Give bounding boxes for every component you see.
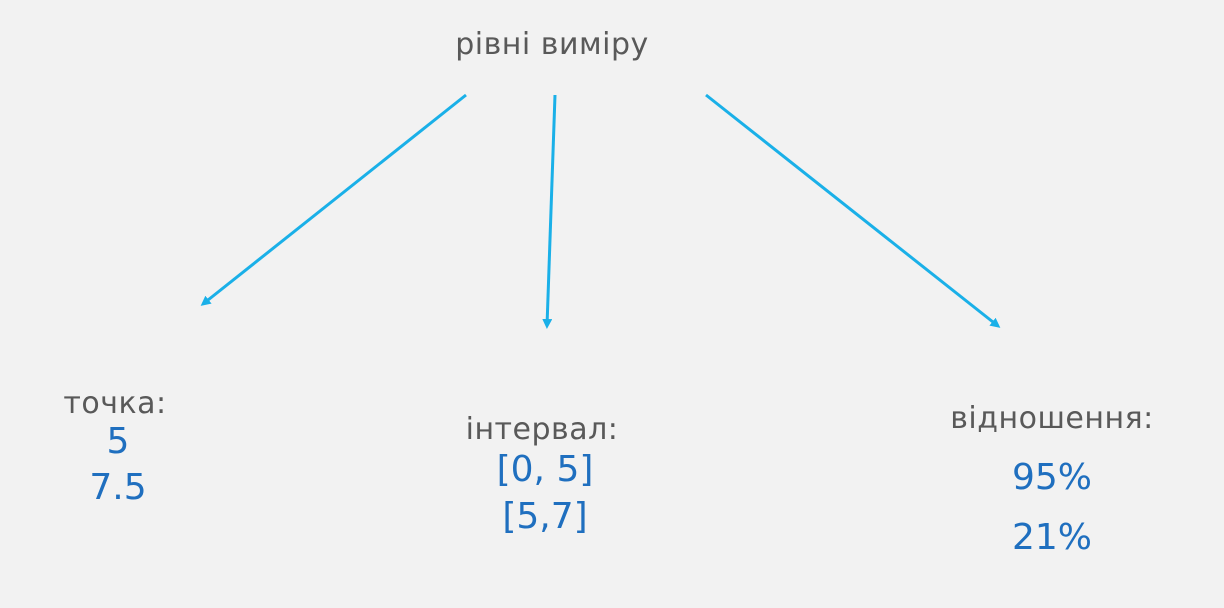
arrow-to-point xyxy=(200,93,467,306)
interval-value-2: [5,7] xyxy=(502,496,588,537)
point-value-2: 7.5 xyxy=(89,467,147,508)
interval-value-1: [0, 5] xyxy=(496,449,594,490)
arrow-to-interval xyxy=(542,94,557,329)
arrow-to-ratio xyxy=(705,93,1001,328)
point-label: точка: xyxy=(63,386,167,421)
point-value-1: 5 xyxy=(106,421,130,462)
ratio-label: відношення: xyxy=(950,401,1154,436)
root-label: рівні виміру xyxy=(455,27,649,62)
ratio-value-2: 21% xyxy=(1011,517,1093,558)
ratio-value-1: 95% xyxy=(1011,457,1093,498)
interval-label: інтервал: xyxy=(465,412,619,447)
